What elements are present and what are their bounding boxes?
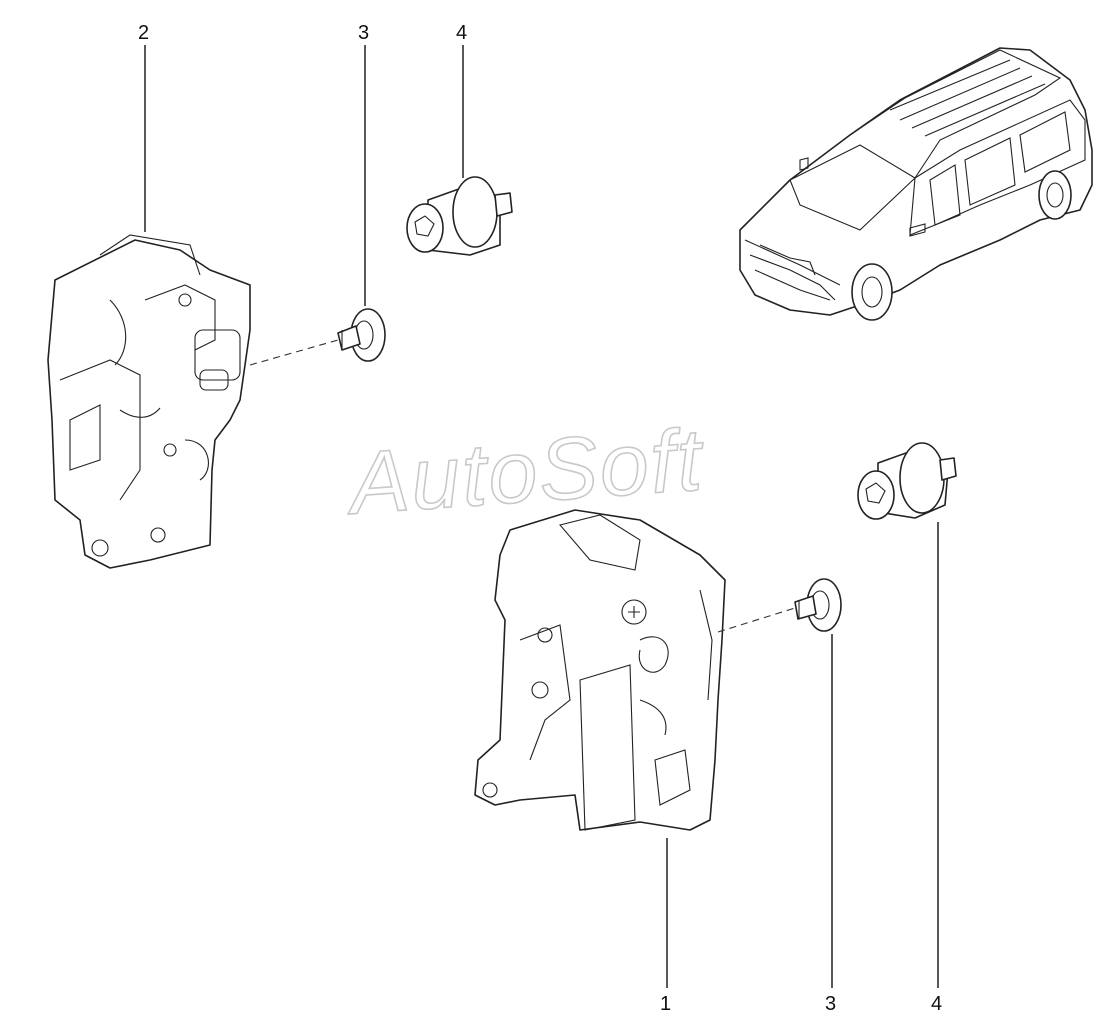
striker-bolt-top [406,176,513,256]
car-illustration [739,47,1093,321]
watermark: AutoSoft [342,409,708,533]
callout-3-left: 3 [358,22,369,44]
callout-2: 2 [138,22,149,44]
callout-3-right: 3 [825,993,836,1015]
callout-1: 1 [660,993,671,1015]
callout-4-right: 4 [931,993,942,1015]
assembly-line-right [717,607,796,633]
right-door-lock [474,509,726,831]
assembly-line-left [249,339,339,366]
left-door-lock [47,234,251,569]
screw-left [337,308,386,362]
callout-4-top: 4 [456,22,467,44]
striker-bolt-right [857,442,957,520]
screw-right [794,578,842,632]
